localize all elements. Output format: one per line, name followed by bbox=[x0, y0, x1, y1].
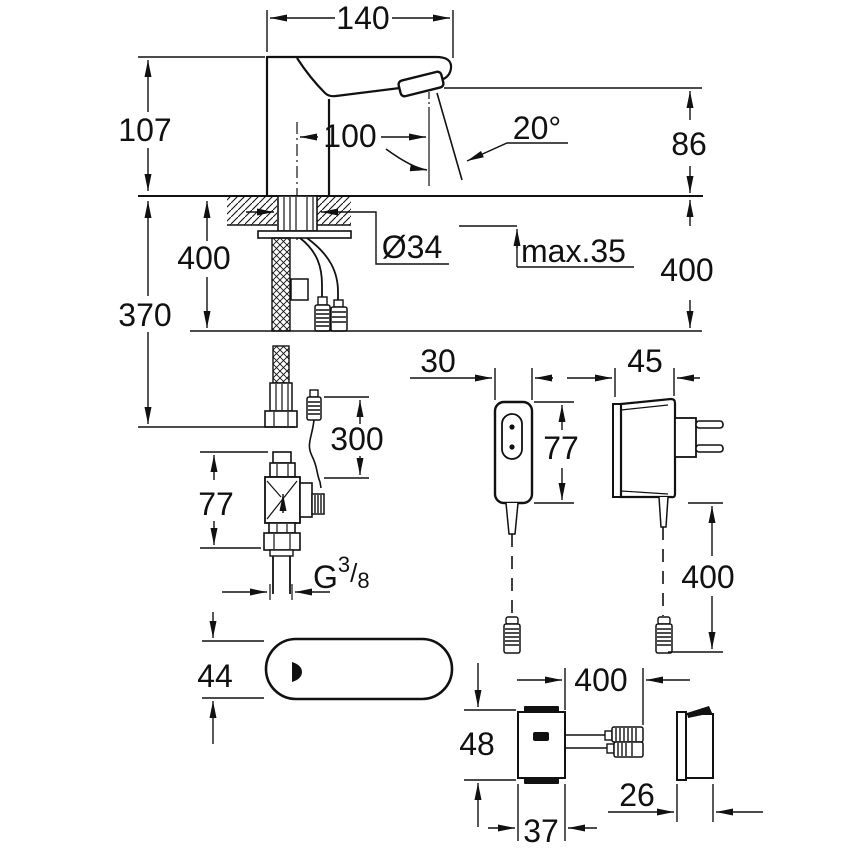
dim-spout-projection-100: 100 bbox=[300, 118, 426, 154]
box-cable-connector bbox=[613, 741, 644, 758]
counter-hatch-left bbox=[227, 197, 277, 225]
dim-thread-g38: G3/8 bbox=[222, 552, 370, 600]
hose-clip bbox=[290, 278, 309, 301]
dim-body-height-107: 107 bbox=[118, 56, 265, 191]
dim-max-deck-thickness: max.35 bbox=[513, 229, 634, 269]
dim-valve-cable-300: 300 bbox=[324, 396, 384, 479]
dim-psu-cable-400: 400 bbox=[668, 502, 735, 653]
supply-hose bbox=[264, 237, 309, 428]
dim-label: 370 bbox=[118, 297, 171, 333]
dim-label: max.35 bbox=[521, 233, 626, 269]
countertop-section bbox=[138, 195, 703, 227]
dim-label: 400 bbox=[177, 240, 230, 276]
dim-outlet-height-86: 86 bbox=[444, 87, 707, 193]
dim-box-depth-26: 26 bbox=[608, 777, 763, 822]
power-box-front-view bbox=[517, 706, 644, 784]
psu-cable-connector bbox=[655, 623, 673, 654]
power-box-side-view bbox=[676, 706, 714, 781]
dim-label: 77 bbox=[543, 430, 579, 466]
plug-pin bbox=[695, 444, 724, 453]
solenoid-valve bbox=[263, 389, 325, 594]
dim-box-cable-400: 400 bbox=[517, 662, 690, 725]
dim-box-width-37: 37 bbox=[488, 784, 597, 849]
mounting-flange bbox=[257, 230, 352, 239]
dim-hose-right-400: 400 bbox=[660, 200, 714, 328]
power-supply-side-view bbox=[612, 397, 724, 654]
dim-label: 400 bbox=[660, 252, 713, 288]
dim-label: 45 bbox=[627, 343, 663, 379]
dim-label: 140 bbox=[336, 0, 389, 36]
dim-hole-diameter-34: Ø34 bbox=[246, 208, 449, 265]
dim-label: 400 bbox=[574, 662, 627, 698]
dim-label: Ø34 bbox=[382, 229, 442, 265]
dim-base-depth-44: 44 bbox=[197, 612, 264, 744]
valve-cable-connector bbox=[306, 396, 322, 421]
hose-nut bbox=[264, 410, 298, 428]
faucet-cables bbox=[299, 237, 348, 332]
dim-psu-depth-45: 45 bbox=[567, 343, 700, 397]
dim-label: 107 bbox=[118, 112, 171, 148]
dim-label: 37 bbox=[523, 813, 559, 849]
mounting-shank bbox=[257, 195, 352, 239]
psu-cable-connector bbox=[503, 623, 521, 654]
dim-label: 44 bbox=[197, 658, 233, 694]
counter-hatch-right bbox=[317, 197, 351, 225]
cable-connector bbox=[330, 306, 348, 332]
dim-label: 77 bbox=[198, 486, 234, 522]
thread-label: G3/8 bbox=[313, 552, 370, 595]
dim-label: 300 bbox=[330, 421, 383, 457]
dim-psu-width-30: 30 bbox=[410, 343, 553, 400]
power-supply-front-view bbox=[493, 400, 534, 654]
dim-label: 86 bbox=[671, 126, 707, 162]
dim-box-height-48: 48 bbox=[459, 663, 516, 827]
dim-label: 400 bbox=[681, 559, 734, 595]
valve-cable bbox=[308, 419, 322, 489]
angle-line bbox=[436, 92, 463, 181]
angle-arc-arrow bbox=[385, 148, 428, 172]
dim-label: 30 bbox=[420, 343, 456, 379]
sensor-window bbox=[292, 662, 302, 682]
plug-pin bbox=[695, 420, 724, 429]
dim-hose-overall-370: 370 bbox=[118, 201, 172, 424]
dim-label: 100 bbox=[323, 118, 376, 154]
dim-spout-reach-140: 140 bbox=[266, 0, 454, 58]
dim-label: 20° bbox=[513, 110, 561, 146]
dim-label: 26 bbox=[619, 777, 655, 813]
dim-spout-angle-20: 20° bbox=[466, 110, 568, 162]
base-top-view bbox=[264, 637, 454, 701]
grohe-logo bbox=[533, 732, 549, 741]
dim-psu-height-77: 77 bbox=[534, 401, 579, 504]
aerator-outlet bbox=[397, 70, 445, 98]
dim-hose-left-400: 400 bbox=[177, 201, 231, 328]
valve-nut bbox=[263, 532, 301, 551]
dim-label: 48 bbox=[459, 726, 495, 762]
europlug-face bbox=[501, 413, 523, 460]
dim-valve-height-77: 77 bbox=[198, 451, 268, 549]
